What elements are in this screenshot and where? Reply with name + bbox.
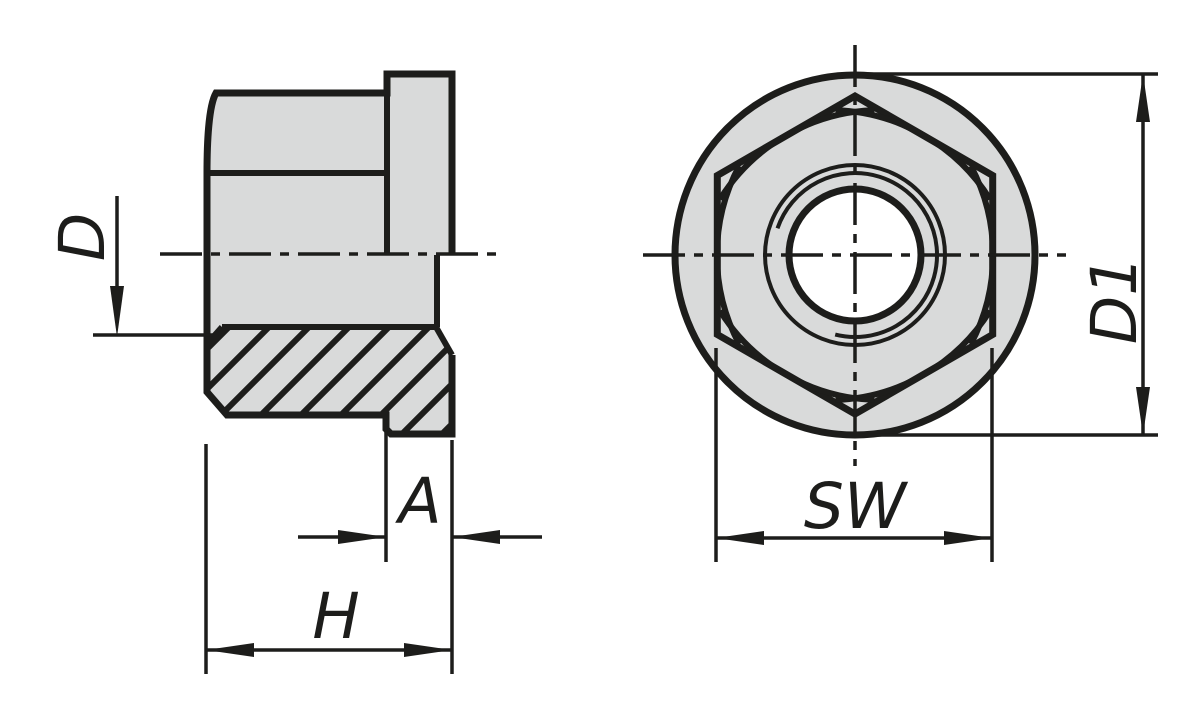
dim-d-label: D [46, 213, 119, 262]
dim-h-arrowhead-right [404, 643, 452, 657]
dim-d1-arrowhead-bottom [1136, 387, 1150, 435]
thread-arc [775, 171, 940, 339]
front-view [643, 45, 1066, 466]
dimension-A: A [298, 426, 542, 674]
dim-h-label: H [312, 580, 359, 653]
side-view-outline [203, 70, 456, 438]
dimension-D: D [46, 196, 213, 337]
dim-sw-arrowhead-left [716, 531, 764, 545]
dim-a-label: A [394, 465, 441, 538]
dim-h-arrowhead-left [206, 643, 254, 657]
dim-sw-arrowhead-right [944, 531, 992, 545]
dimension-D1: D1 [862, 72, 1158, 437]
bore-entry-chamfer-right [433, 325, 455, 357]
dimension-H: H [204, 444, 452, 674]
dim-d1-label: D1 [1078, 256, 1151, 345]
dimension-SW: SW [714, 348, 994, 562]
dim-d1-arrowhead-top [1136, 74, 1150, 122]
dim-a-arrowhead-right [452, 530, 500, 544]
dim-sw-label: SW [804, 470, 909, 543]
dim-d-arrowhead [110, 286, 124, 337]
dim-a-arrowhead-left [338, 530, 386, 544]
side-view [160, 70, 497, 438]
bore-entry-chamfer-left [204, 325, 225, 346]
